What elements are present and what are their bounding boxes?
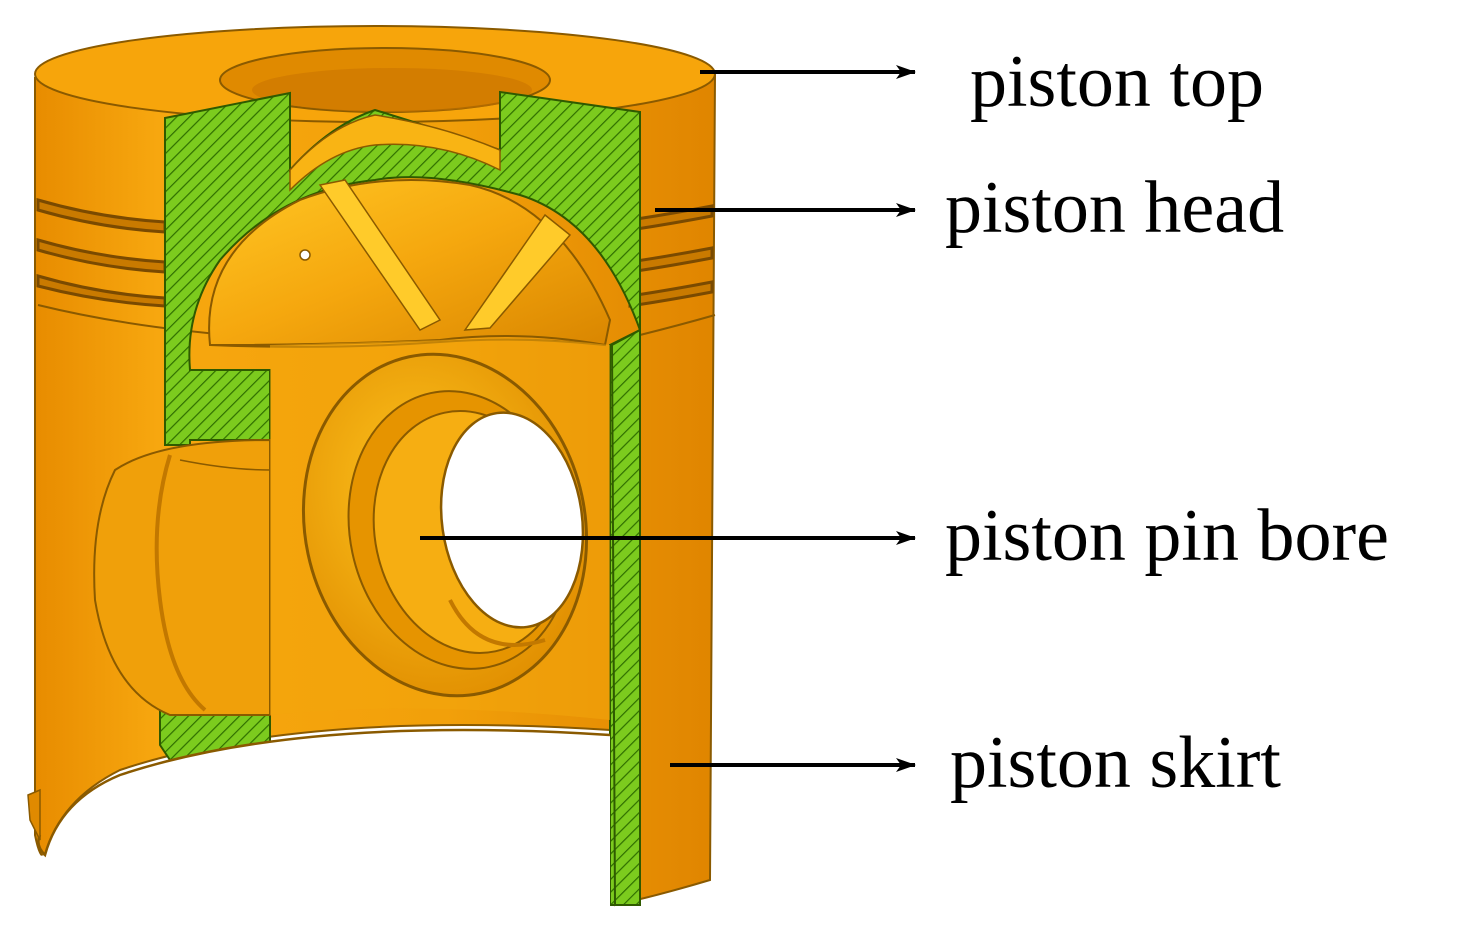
callout-arrows xyxy=(420,65,916,772)
label-piston-top: piston top xyxy=(970,41,1264,123)
left-pin-boss xyxy=(93,438,271,716)
label-piston-head: piston head xyxy=(945,167,1284,249)
inner-cavity xyxy=(208,179,612,348)
pin-bore-hole xyxy=(439,411,585,629)
ring-grooves-right xyxy=(628,204,714,308)
label-piston-pin-bore: piston pin bore xyxy=(945,495,1389,577)
label-piston-skirt: piston skirt xyxy=(950,722,1281,804)
piston-pin-bore xyxy=(301,352,589,698)
